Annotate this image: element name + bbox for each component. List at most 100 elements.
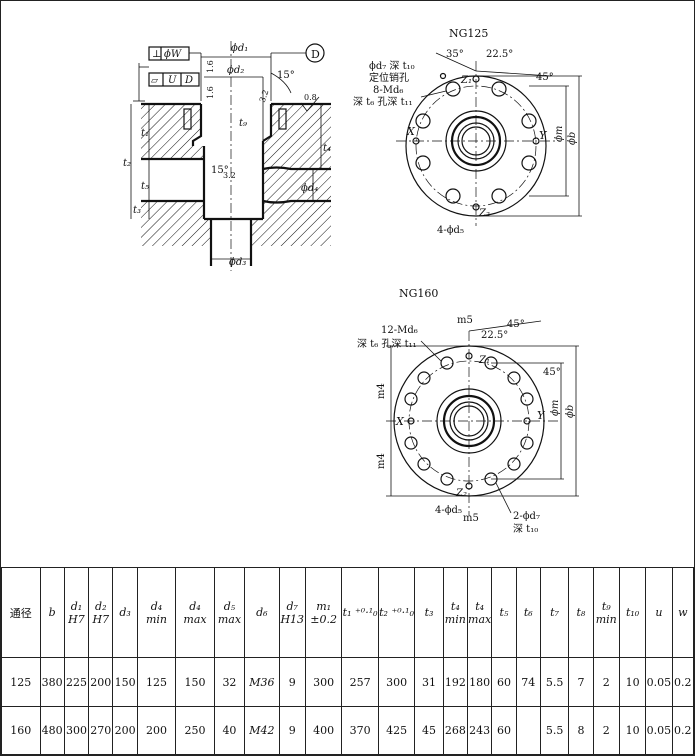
table-header-cell: b [39, 566, 65, 659]
table-header-cell: m₁ ±0.2 [304, 566, 343, 659]
table-cell: 0.2 [671, 705, 695, 756]
ng125-angle-35: 35° [446, 49, 464, 60]
table-cell: 0.05 [645, 705, 673, 756]
table-cell: 257 [341, 657, 379, 707]
gdt-frame-1 [148, 46, 190, 61]
roughness-3: 3.2 [258, 89, 271, 104]
ng125-angle-225: 22.5° [486, 49, 513, 60]
table-header-cell: t₇ [539, 566, 570, 659]
ng125-Z2: Z₂ [478, 208, 490, 219]
table-cell: 9 [278, 705, 306, 756]
ng125-view: NG125 35° 22.5° 45° ϕd₇ 深 t₁₀ 定位销孔 8-Md₆… [353, 27, 582, 236]
table-cell: 370 [341, 705, 379, 756]
table-cell: 31 [414, 657, 444, 707]
roughness-2: 1.6 [206, 86, 215, 99]
dim-d4: ϕd₄ [301, 183, 318, 194]
perp-symbol: ⊥ [152, 49, 161, 60]
table-cell: 2 [592, 705, 620, 756]
ng160-md6-note: 12-Md₆ [381, 325, 418, 336]
ng160-phim: ϕm [550, 400, 561, 416]
ng160-d7-note: 2-ϕd₇ [513, 511, 540, 522]
engineering-drawing: D ϕd₁ ϕd₂ ϕd₃ ⊥ ϕW ▱ U D 1.6 1.6 3.2 3.2… [123, 27, 582, 535]
table-header-cell: t₂ ⁺⁰·¹₀ [377, 566, 416, 659]
table-cell: 250 [175, 705, 215, 756]
table-header-cell: d₄ min [136, 566, 177, 659]
table-cell: 8 [568, 705, 594, 756]
ng160-angle-45b: 45° [543, 367, 561, 378]
gdt-frame-2 [148, 72, 200, 87]
table-header-cell: d₁ H7 [63, 566, 90, 659]
table-cell: 60 [491, 657, 517, 707]
ng125-d7-note: ϕd₇ 深 t₁₀ [369, 60, 415, 72]
table-cell: 180 [466, 657, 493, 707]
dim-t4: t₄ [323, 143, 331, 154]
dim-t5: t₅ [141, 181, 149, 192]
table-header-cell: d₅ max [213, 566, 246, 659]
table-header-cell: t₆ [515, 566, 541, 659]
table-header-cell: t₄ min [442, 566, 468, 659]
table-cell: 10 [618, 705, 647, 756]
hatch-left-upper [141, 104, 204, 159]
hatch-right [251, 104, 331, 246]
table-header-cell: t₅ [491, 566, 517, 659]
table-cell: 200 [112, 705, 138, 756]
table-cell: 0.05 [645, 657, 673, 707]
table-header-cell: t₁₀ [618, 566, 647, 659]
datum-label: D [311, 48, 320, 61]
ng160-X: X [395, 415, 405, 428]
table-cell: 0.2 [671, 657, 695, 707]
ng160-title: NG160 [399, 287, 438, 300]
roughness-4: 3.2 [223, 171, 236, 180]
table-header-cell: w [671, 566, 695, 659]
datum-circle [305, 43, 325, 63]
table-cell: 425 [377, 705, 416, 756]
gdt-U: U [168, 75, 177, 86]
table-cell: 268 [442, 705, 468, 756]
table-cell: 243 [466, 705, 493, 756]
table-cell: 225 [63, 657, 90, 707]
table-cell: 60 [491, 705, 517, 756]
angle-15-bottom: 15° [211, 165, 229, 176]
ng125-phim: ϕm [554, 126, 565, 142]
roughness-1: 1.6 [206, 60, 215, 73]
ng125-X: X [406, 125, 416, 138]
table-cell: 270 [88, 705, 114, 756]
table-cell: 160 [1, 705, 41, 756]
table-cell: 300 [377, 657, 416, 707]
dim-t2: t₂ [123, 158, 131, 169]
dim-t9: t₉ [239, 118, 247, 129]
table-header-cell: 通径 [1, 566, 41, 659]
table-cell: 5.5 [539, 705, 570, 756]
table-cell: 2 [592, 657, 620, 707]
ng160-m4a: m4 [376, 383, 387, 399]
table-header-cell: t₉ min [592, 566, 620, 659]
ng160-d5-note: 4-ϕd₅ [435, 505, 462, 516]
table-header-cell: d₇ H13 [278, 566, 306, 659]
ng160-deep-note: 深 t₆ 孔深 t₁₁ [357, 338, 417, 350]
ng125-Y: Y [539, 129, 548, 142]
table-cell: 300 [304, 657, 343, 707]
table-header-cell: d₆ [244, 566, 280, 659]
ng160-angle-225: 22.5° [481, 330, 508, 341]
dim-d3: ϕd₃ [229, 257, 246, 268]
hatch-left-lower [141, 201, 211, 246]
table-header-cell: t₁ ⁺⁰·¹₀ [341, 566, 379, 659]
table-header-cell: t₈ [568, 566, 594, 659]
table-cell: M42 [244, 705, 280, 756]
ng160-m4b: m4 [376, 453, 387, 469]
ng160-Z2: Z₂ [455, 488, 467, 499]
table-cell: 480 [39, 705, 65, 756]
table-header-cell: d₃ [112, 566, 138, 659]
ng125-bolt-holes [412, 72, 540, 211]
ng160-Y: Y [537, 409, 546, 422]
ng160-view: NG160 m5 m5 45° 22.5° 45° 12-Md₆ 深 t₆ 孔深… [357, 287, 579, 535]
ng125-phib: ϕb [567, 132, 578, 145]
table-header-cell: u [645, 566, 673, 659]
table-cell: 9 [278, 657, 306, 707]
ng125-Z1: Z₁ [460, 75, 472, 86]
table-header-cell: d₄ max [175, 566, 215, 659]
flatness-symbol: ▱ [151, 76, 158, 86]
